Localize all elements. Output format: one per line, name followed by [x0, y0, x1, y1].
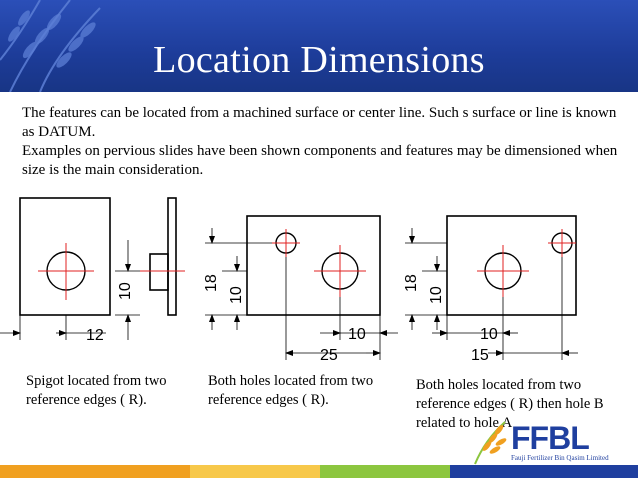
caption-figure-1: Spigot located from two reference edges … [26, 373, 167, 408]
footer-bar [0, 465, 638, 478]
fig1-dim-10: 10 [117, 282, 134, 300]
logo-wordmark: FFBL [511, 420, 590, 456]
fig3-center-lines [477, 229, 576, 297]
fig2-center-lines [272, 229, 366, 297]
fig1-dim-12: 12 [86, 327, 104, 344]
header-background [0, 0, 638, 92]
figure-1-spigot [0, 197, 177, 340]
wheat-logo-icon [474, 421, 507, 465]
ffbl-logo: FFBL Fauji Fertilizer Bin Qasim Limited [465, 420, 638, 465]
header-banner: Location Dimensions [0, 0, 638, 92]
fig3-dim-18: 18 [403, 274, 420, 292]
footer-segment-green [320, 465, 450, 478]
fig2-dim-18: 18 [203, 274, 220, 292]
paragraph-examples: Examples on pervious slides have been sh… [22, 143, 618, 178]
fig1-side-spigot [149, 253, 169, 291]
body-text: The features can be located from a machi… [22, 104, 622, 180]
fig3-dim-15: 15 [471, 347, 489, 364]
fig2-dim-10-vertical: 10 [228, 286, 245, 304]
footer-segment-blue [450, 465, 638, 478]
fig1-plate [19, 197, 111, 316]
fig3-dim-10-horizontal: 10 [480, 326, 498, 343]
figure-3-holes [405, 215, 578, 360]
wheat-decoration-icon [0, 0, 101, 92]
fig3-plate [446, 215, 577, 316]
paragraph-datum: The features can be located from a machi… [22, 105, 617, 140]
caption-figure-2: Both holes located from two reference ed… [208, 373, 374, 408]
fig2-dim-10-horizontal: 10 [348, 326, 366, 343]
logo-subtitle: Fauji Fertilizer Bin Qasim Limited [511, 454, 609, 462]
fig3-dim-10-vertical: 10 [428, 286, 445, 304]
fig1-side-plate [167, 197, 177, 316]
footer-segment-orange [0, 465, 190, 478]
slide-title: Location Dimensions [153, 39, 485, 81]
footer-segment-yellow [190, 465, 320, 478]
fig2-plate [246, 215, 381, 316]
fig1-center-lines [38, 243, 185, 300]
fig2-dim-25: 25 [320, 347, 338, 364]
caption-figure-3: Both holes located from two reference ed… [416, 377, 604, 431]
